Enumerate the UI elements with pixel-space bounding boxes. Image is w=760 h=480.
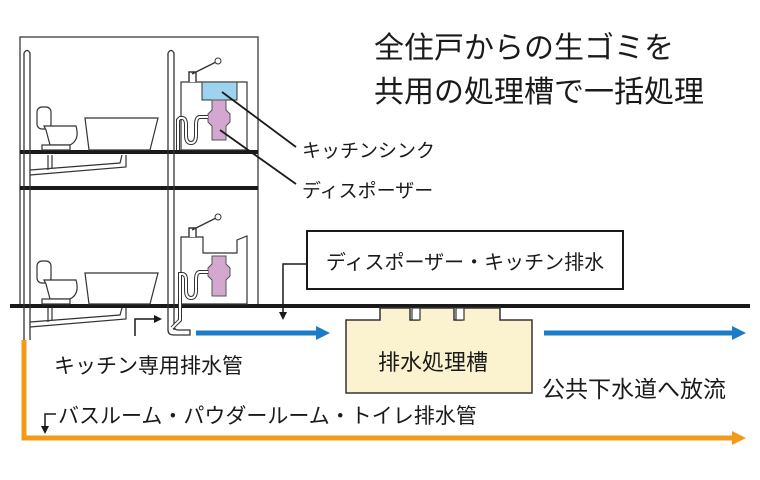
faucet-lower <box>188 217 217 237</box>
bathtub-upper <box>84 117 159 151</box>
leader-kitchen-sink <box>221 91 297 148</box>
faucet-upper <box>188 61 217 82</box>
bath-pipe-pointer <box>44 413 56 428</box>
orange-flow <box>21 340 736 441</box>
title-line-2: 共用の処理槽で一括処理 <box>374 75 704 110</box>
flow-box-connector <box>282 263 306 314</box>
kitchen-pipe-pointer <box>134 318 156 336</box>
disposer-upper <box>207 99 231 141</box>
blue-arrowhead-2 <box>732 326 746 340</box>
sink-water-upper <box>201 81 238 101</box>
bath-stack-pipe <box>23 49 31 340</box>
title-line-1: 全住戸からの生ゴミを <box>374 31 674 66</box>
callout-disposer: ディスポーザー <box>302 180 434 202</box>
kitchen-upper <box>176 57 248 151</box>
bathtub-lower <box>84 272 159 305</box>
tank-label: 排水処理槽 <box>378 351 489 376</box>
kitchen-lower <box>170 213 248 330</box>
lower-bath-branch <box>29 307 127 328</box>
flow-box: ディスポーザー・キッチン排水 <box>306 230 624 290</box>
blue-arrowhead-1 <box>316 326 330 340</box>
upper-bath-branch <box>29 154 127 176</box>
bath-pipe-label: バスルーム・パウダールーム・トイレ排水管 <box>58 404 477 428</box>
toilet-lower <box>36 260 78 305</box>
flow-box-label: ディスポーザー・キッチン排水 <box>325 249 605 274</box>
disposer-lower <box>207 255 231 297</box>
leader-disposer <box>219 129 297 185</box>
outflow-label: 公共下水道へ放流 <box>542 377 726 403</box>
orange-arrowhead <box>732 431 746 445</box>
callout-kitchen-sink: キッチンシンク <box>302 140 436 162</box>
toilet-upper <box>36 106 78 151</box>
kitchen-pipe-label: キッチン専用排水管 <box>54 354 243 378</box>
